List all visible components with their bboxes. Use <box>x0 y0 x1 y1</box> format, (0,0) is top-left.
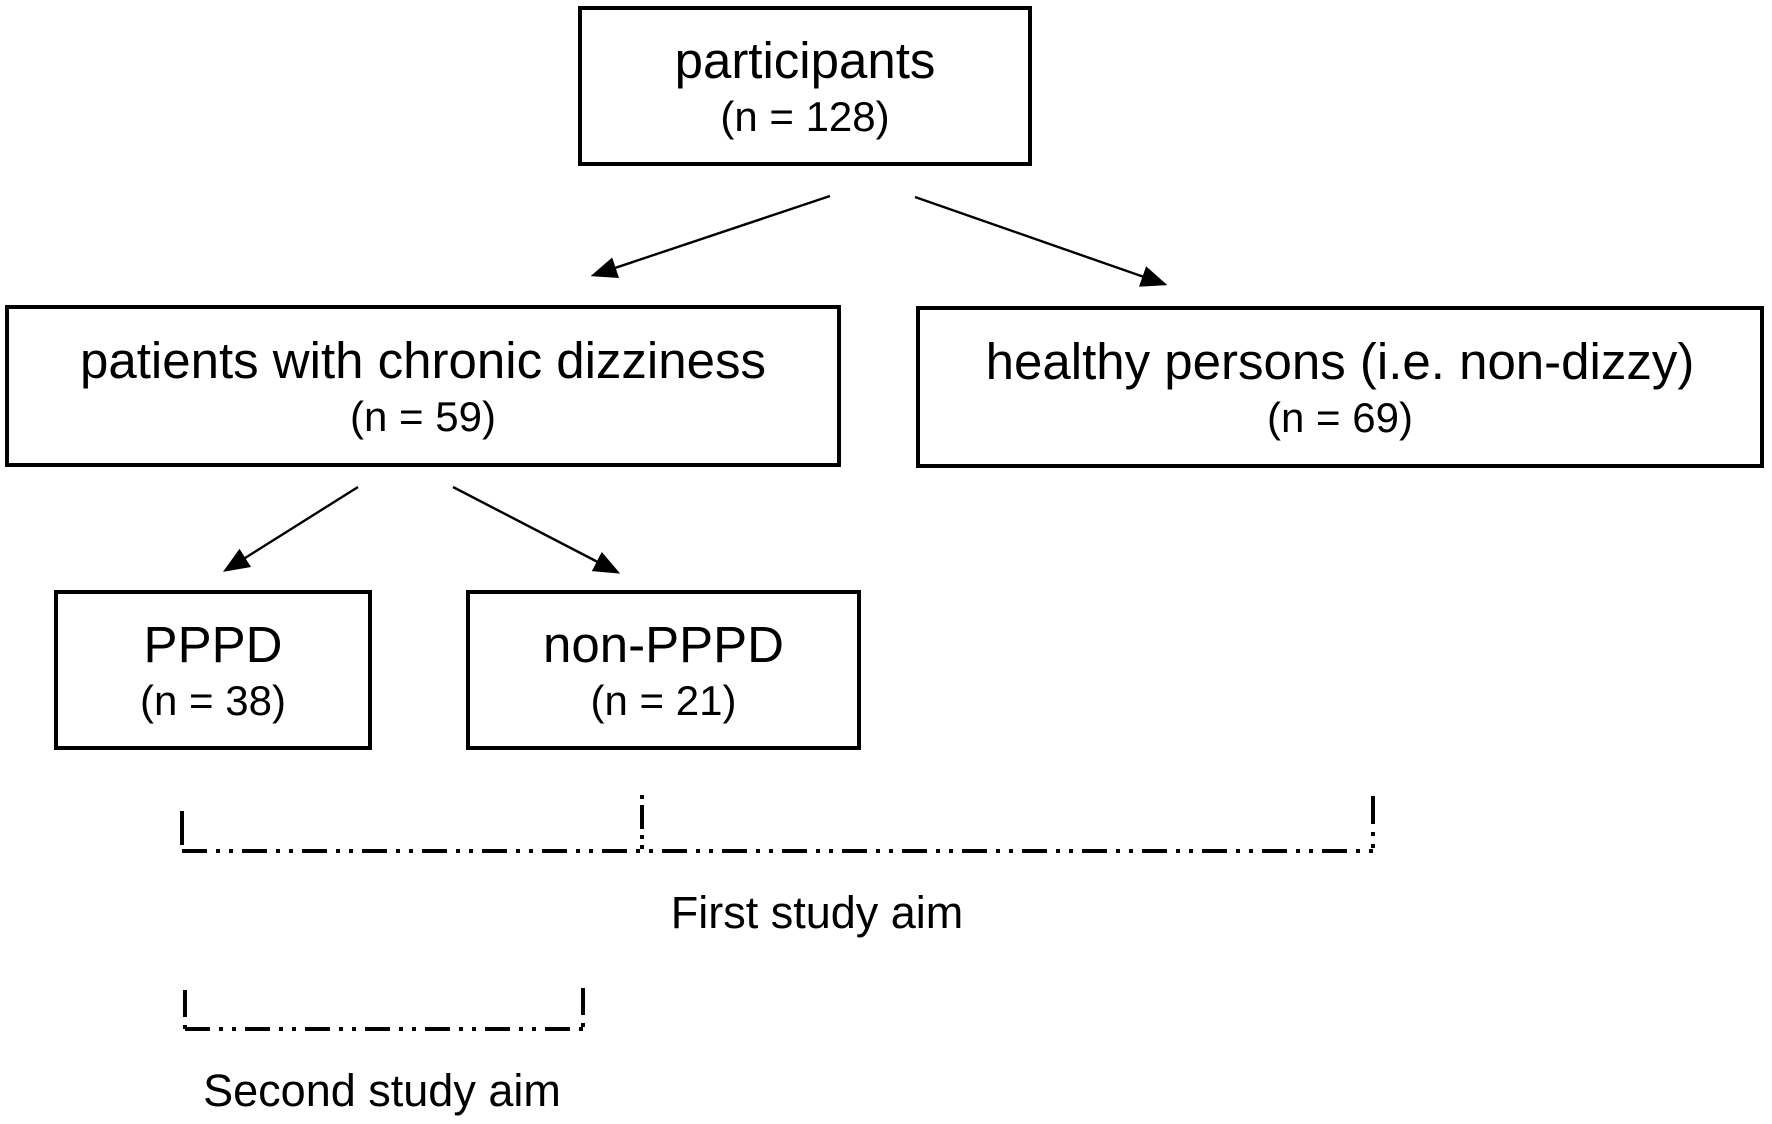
second-study-aim-label: Second study aim <box>203 1065 561 1116</box>
node-label: PPPD <box>143 616 283 674</box>
first-aim-bracket <box>180 795 1375 853</box>
arrow-participants-to-healthy <box>914 195 1168 287</box>
arrow-dizzy-to-pppd <box>222 485 359 572</box>
arrow-participants-to-dizzy <box>590 194 831 279</box>
node-patients-chronic-dizziness: patients with chronic dizziness (n = 59) <box>5 305 841 467</box>
node-count: (n = 59) <box>350 393 496 441</box>
node-label: healthy persons (i.e. non-dizzy) <box>985 333 1695 391</box>
node-count: (n = 38) <box>140 677 286 725</box>
node-label: patients with chronic dizziness <box>80 332 766 390</box>
arrow-dizzy-to-nonpppd <box>452 485 621 574</box>
second-aim-bracket <box>183 988 585 1031</box>
node-label: participants <box>674 32 936 90</box>
node-healthy-persons: healthy persons (i.e. non-dizzy) (n = 69… <box>916 306 1764 468</box>
node-participants: participants (n = 128) <box>578 6 1032 166</box>
node-pppd: PPPD (n = 38) <box>54 590 372 750</box>
node-count: (n = 21) <box>590 677 737 725</box>
node-non-pppd: non-PPPD (n = 21) <box>466 590 861 750</box>
node-count: (n = 69) <box>1267 394 1413 442</box>
first-study-aim-label: First study aim <box>670 887 964 938</box>
node-label: non-PPPD <box>543 616 784 674</box>
node-count: (n = 128) <box>720 93 890 141</box>
